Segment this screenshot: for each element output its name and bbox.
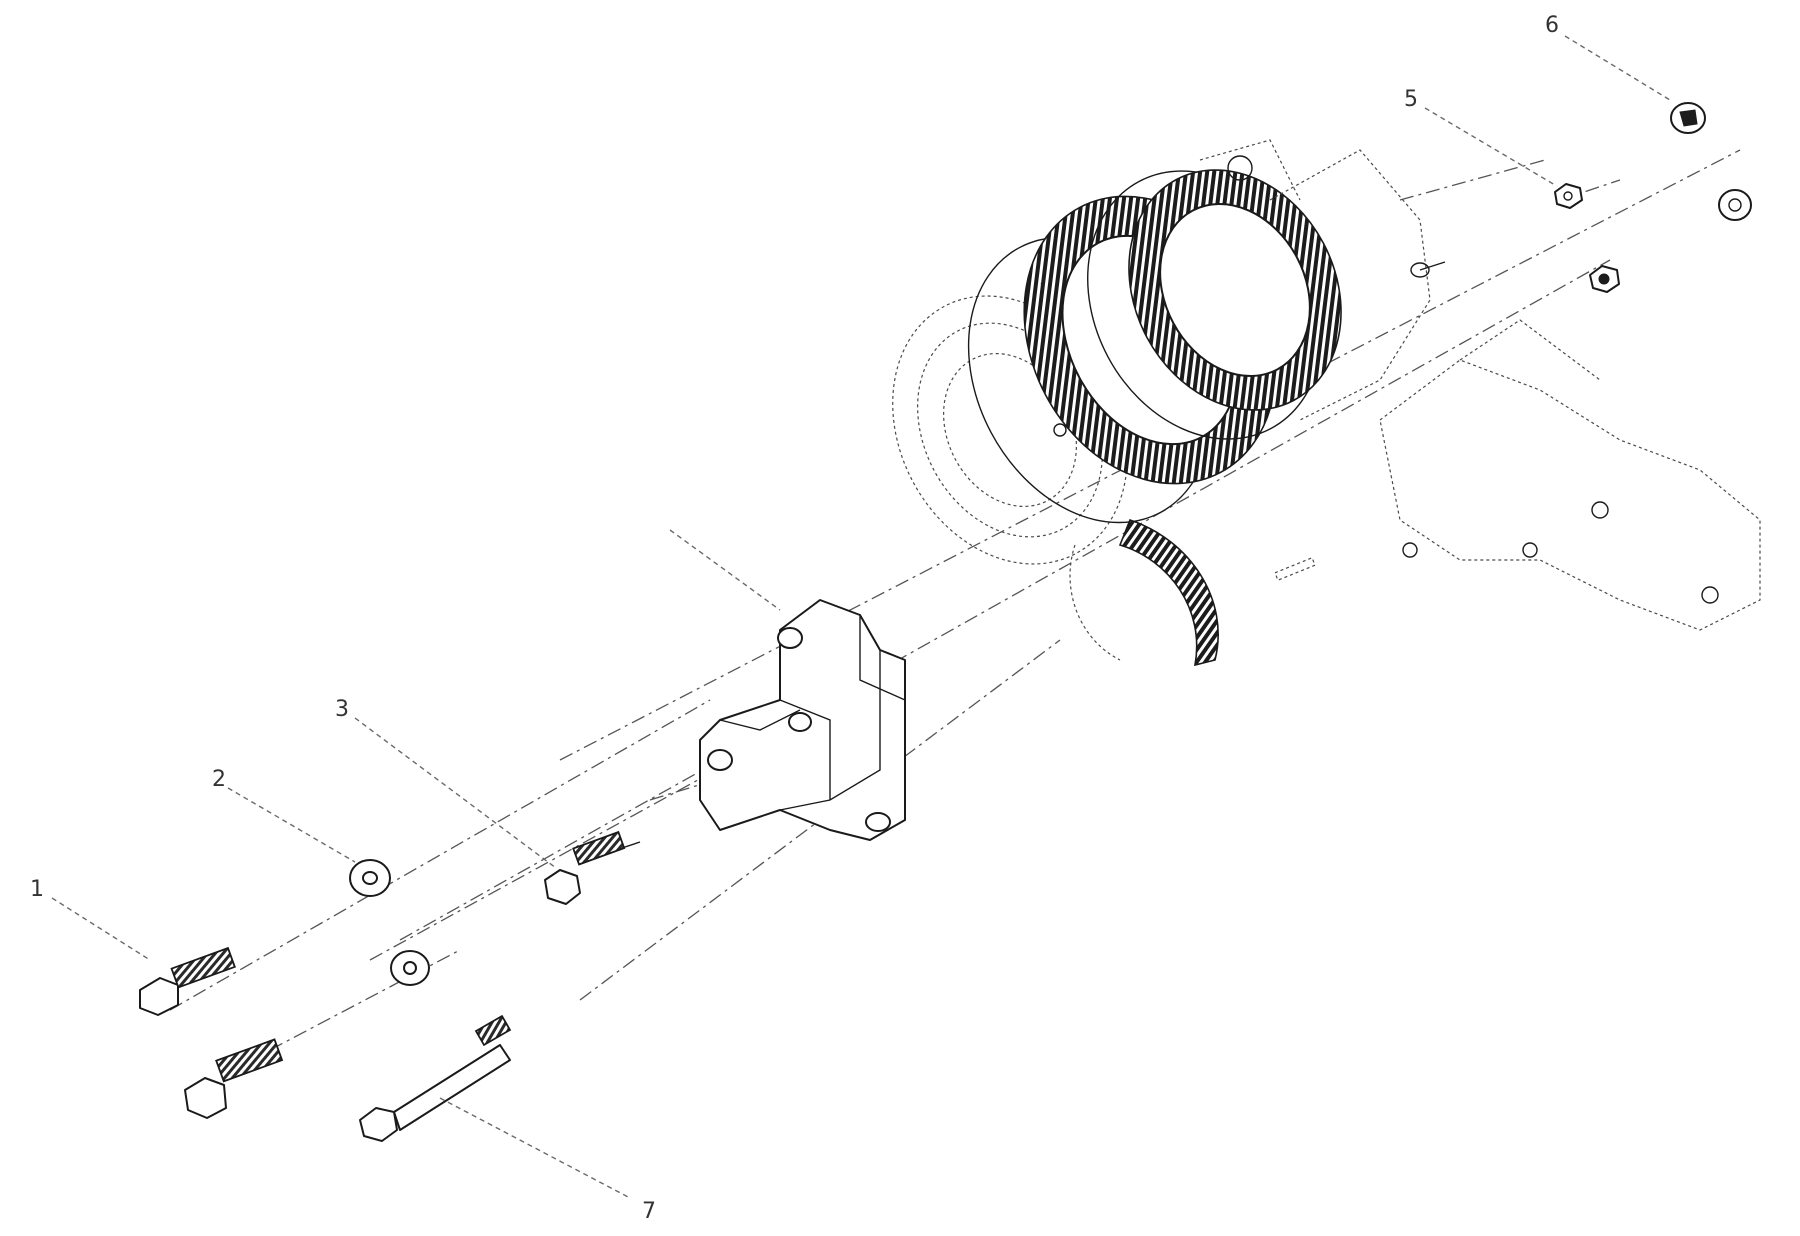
nut-right [1589, 265, 1620, 293]
part-2-washer [349, 859, 391, 897]
mounting-bracket [699, 599, 906, 841]
part-5-nut [1554, 183, 1583, 209]
part-6-cap-nut [1670, 102, 1706, 134]
callout-2: 2 [212, 767, 226, 792]
callout-5: 5 [1404, 87, 1418, 112]
washer-lower [390, 950, 430, 986]
washer-right [1718, 189, 1752, 221]
alternator-assembly [892, 139, 1761, 667]
part-1-bolt [139, 946, 236, 1016]
callout-6: 6 [1545, 13, 1559, 38]
callout-labels: 1 2 3 5 6 7 [30, 13, 1559, 1224]
part-3-flange-bolt [544, 830, 641, 905]
hex-bolt-lower [184, 1038, 284, 1119]
callout-3: 3 [335, 697, 349, 722]
part-7-long-bolt [359, 1014, 512, 1142]
callout-7: 7 [642, 1199, 656, 1224]
callout-leaders [51, 35, 1671, 1199]
callout-1: 1 [30, 877, 44, 902]
assembly-centerlines [169, 149, 1741, 1051]
